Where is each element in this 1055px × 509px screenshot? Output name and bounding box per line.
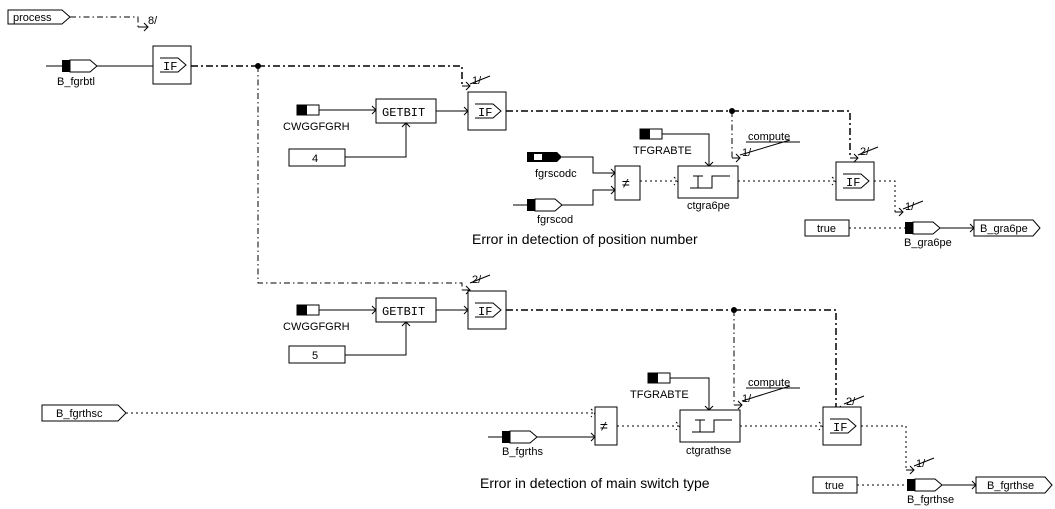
- neq-2-label: ≠: [600, 418, 608, 434]
- fgrscodc-input[interactable]: fgrscodc: [527, 152, 577, 180]
- getbit-block-1[interactable]: GETBIT: [375, 98, 437, 124]
- neq-block-2[interactable]: ≠: [594, 406, 618, 446]
- neq-block-1[interactable]: ≠: [614, 165, 641, 201]
- tfgrabte-label-1: TFGRABTE: [633, 145, 692, 157]
- b-fgrthse-out[interactable]: B_fgrthse: [975, 476, 1053, 494]
- ctgra6pe-block[interactable]: ctgra6pe: [677, 165, 739, 212]
- b-fgrthse-in[interactable]: B_fgrthse: [907, 478, 954, 506]
- b-gra6pe-out-label: B_gra6pe: [980, 223, 1028, 235]
- getbit-label-1: GETBIT: [382, 106, 425, 120]
- getbit-label-2: GETBIT: [382, 305, 425, 319]
- b-fgrths-label: B_fgrths: [502, 446, 543, 458]
- seq-2c: 2/: [846, 396, 856, 408]
- error-switch-note: Error in detection of main switch type: [480, 475, 710, 491]
- tfgrabte-label-2: TFGRABTE: [630, 389, 689, 401]
- if-block-3[interactable]: IF: [467, 290, 507, 330]
- const-5[interactable]: 5: [288, 345, 346, 364]
- if-4-label: IF: [833, 421, 847, 435]
- cwggfgrh-param-1[interactable]: CWGGFGRH: [283, 104, 350, 133]
- if-2-label: IF: [846, 176, 860, 190]
- b-fgrthse-out-label: B_fgrthse: [987, 480, 1034, 492]
- true-const-2[interactable]: true: [812, 476, 858, 494]
- b-fgrths-input[interactable]: B_fgrths: [488, 430, 543, 458]
- fgrscod-label: fgrscod: [537, 214, 573, 226]
- if-block-main[interactable]: IF: [152, 45, 192, 85]
- b-gra6pe-out[interactable]: B_gra6pe: [973, 219, 1041, 237]
- seq-8: 8/: [148, 15, 158, 27]
- b-gra6pe-in[interactable]: B_gra6pe: [904, 221, 952, 249]
- compute-2: compute: [748, 377, 790, 389]
- cwggfgrh-label-1: CWGGFGRH: [283, 121, 350, 133]
- fgrscod-input[interactable]: fgrscod: [513, 198, 573, 226]
- b-fgrthse-in-label: B_fgrthse: [907, 494, 954, 506]
- seq-1c: 1/: [905, 201, 915, 213]
- b-fgrthsc-port[interactable]: B_fgrthsc: [41, 404, 127, 422]
- process-label: process: [13, 12, 52, 24]
- if-block-1[interactable]: IF: [467, 91, 507, 131]
- b-fgrbtl-label: B_fgrbtl: [57, 76, 95, 88]
- process-port[interactable]: process: [7, 9, 71, 25]
- cwggfgrh-param-2[interactable]: CWGGFGRH: [283, 304, 350, 333]
- seq-arrow-8: [138, 22, 149, 32]
- if-block-2[interactable]: IF: [835, 161, 875, 201]
- cwggfgrh-label-2: CWGGFGRH: [283, 321, 350, 333]
- const-4[interactable]: 4: [288, 148, 346, 167]
- true-2-label: true: [825, 480, 844, 492]
- if-block-4[interactable]: IF: [822, 406, 862, 446]
- ctgra6pe-label: ctgra6pe: [687, 200, 730, 212]
- neq-1-label: ≠: [622, 175, 630, 191]
- fgrscodc-label: fgrscodc: [535, 168, 577, 180]
- tfgrabte-param-1[interactable]: TFGRABTE: [633, 128, 692, 157]
- true-const-1[interactable]: true: [804, 219, 850, 237]
- seq-1e: 1/: [916, 458, 926, 470]
- b-fgrthsc-label: B_fgrthsc: [56, 408, 103, 420]
- getbit-block-2[interactable]: GETBIT: [375, 297, 437, 323]
- ctgrathse-label: ctgrathse: [686, 445, 731, 457]
- compute-1: compute: [748, 131, 790, 143]
- const-4-label: 4: [312, 153, 318, 165]
- tfgrabte-param-2[interactable]: TFGRABTE: [630, 372, 689, 401]
- const-5-label: 5: [312, 350, 318, 362]
- b-fgrbtl-input[interactable]: B_fgrbtl: [46, 59, 98, 88]
- if-1-label: IF: [478, 106, 492, 120]
- b-gra6pe-in-label: B_gra6pe: [904, 237, 952, 249]
- if-3-label: IF: [478, 305, 492, 319]
- ctgrathse-block[interactable]: ctgrathse: [679, 409, 741, 457]
- error-position-note: Error in detection of position number: [472, 231, 698, 247]
- true-1-label: true: [817, 223, 836, 235]
- if-main-label: IF: [163, 60, 177, 74]
